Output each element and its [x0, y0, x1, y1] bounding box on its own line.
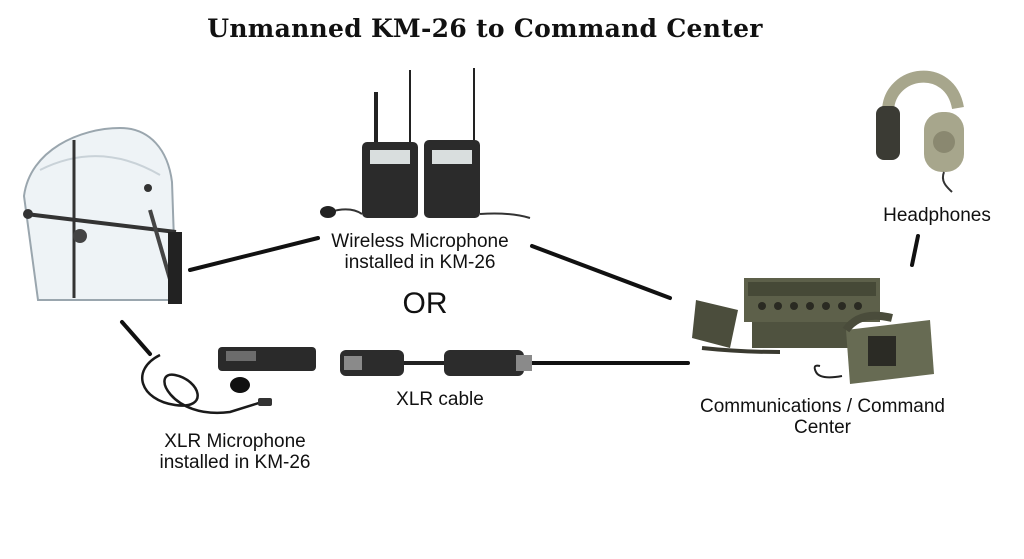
wireless-microphone-label: Wireless Microphone installed in KM-26 — [300, 231, 540, 273]
headphones-label: Headphones — [883, 205, 991, 226]
line-km26-to-wireless — [188, 236, 320, 272]
headphones-icon — [876, 70, 964, 193]
line-headphones-to-comms — [910, 234, 920, 267]
lavalier-xlr-microphone-icon — [141, 347, 316, 415]
communications-center-label: Communications / Command Center — [670, 396, 975, 438]
wireless-transmitter-receiver-icon — [320, 68, 531, 219]
line-wireless-to-comms — [530, 244, 672, 300]
xlr-microphone-label-line2: installed in KM-26 — [159, 452, 311, 473]
or-label: OR — [402, 287, 448, 320]
xlr-cable-icon — [340, 350, 532, 376]
xlr-microphone-label: XLR Microphone installed in KM-26 — [120, 431, 350, 473]
wireless-microphone-label-line2: installed in KM-26 — [344, 252, 496, 273]
parabolic-dish-microphone-icon — [22, 126, 182, 304]
communications-console-icon — [692, 278, 934, 384]
connection-lines — [120, 234, 920, 365]
wireless-microphone-label-line1: Wireless Microphone — [331, 231, 509, 252]
line-km26-to-xlr-mic — [120, 320, 152, 356]
communications-center-label-line1: Communications / Command — [700, 396, 945, 417]
diagram-title: Unmanned KM-26 to Command Center — [207, 14, 763, 43]
xlr-microphone-label-line1: XLR Microphone — [164, 431, 306, 452]
xlr-cable-label: XLR cable — [396, 389, 484, 410]
communications-center-label-line2: Center — [793, 417, 852, 438]
